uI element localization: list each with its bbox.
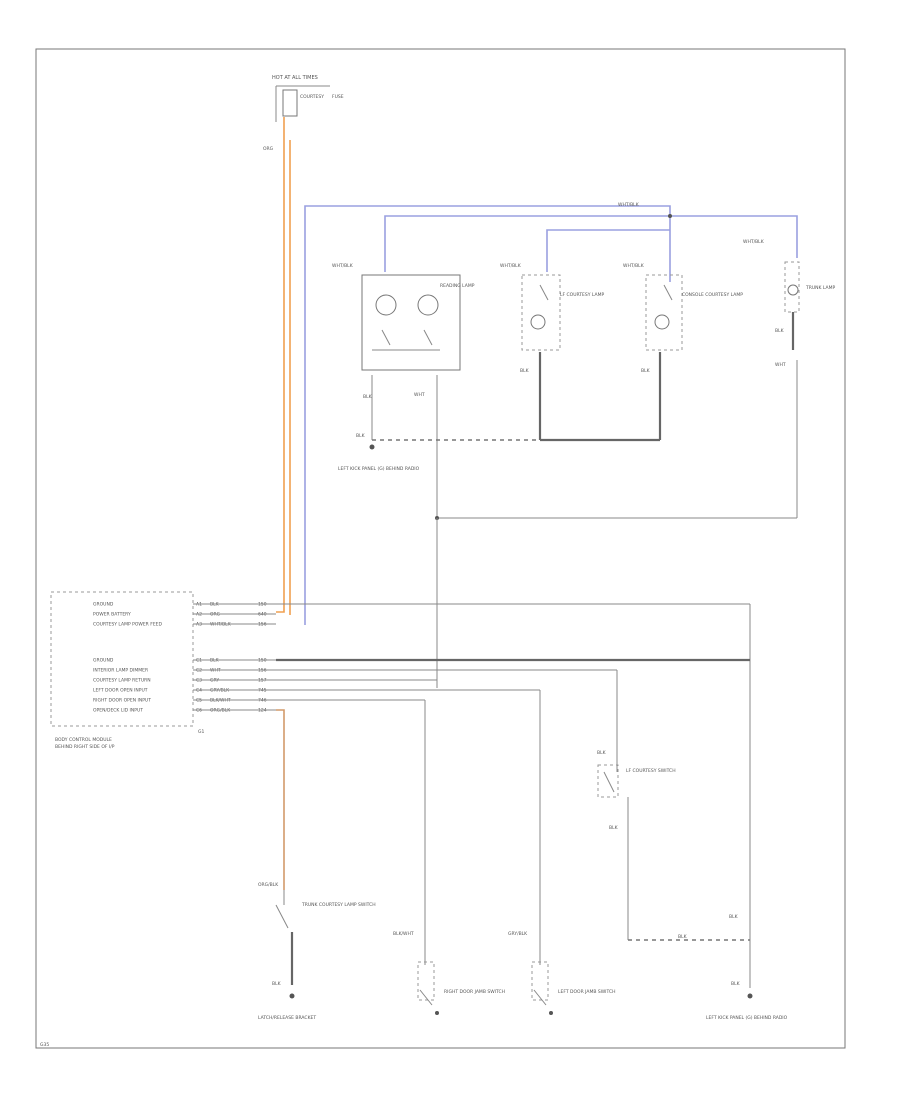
courtesy-feed-branch (384, 215, 798, 272)
reading-lamp-box (361, 274, 461, 371)
footer-ref: G35 (40, 1042, 49, 1048)
trunk-lamp-icon (787, 284, 799, 296)
module-pin-label: OPEN/DECK LID INPUT (93, 708, 143, 714)
console-lamp-wire: WHT/BLK (623, 263, 645, 269)
reading-lamp-icon-right (417, 294, 439, 316)
svg-text:BLK: BLK (520, 368, 530, 374)
svg-text:GRY/BLK: GRY/BLK (508, 931, 528, 937)
svg-text:BLK: BLK (641, 368, 651, 374)
lf-courtesy-lamp: WHT/BLK LF COURTESY LAMP BLK (500, 263, 605, 440)
trunk-lamp-wire: WHT/BLK (743, 239, 765, 245)
svg-text:BLK: BLK (731, 981, 741, 987)
right-door-jamb-switch: BLK/WHT RIGHT DOOR JAMB SWITCH (393, 931, 505, 1015)
fuse-desc-1: COURTESY (300, 94, 324, 100)
svg-text:BLK: BLK (678, 934, 688, 940)
trunk-switch-wire (276, 709, 285, 890)
ground-left-dot (369, 444, 375, 450)
module-pin-label: LEFT DOOR OPEN INPUT (93, 688, 148, 694)
console-lamp-icon (654, 314, 670, 330)
trunk-latch-label: LATCH/RELEASE BRACKET (258, 1015, 316, 1021)
svg-text:BLK: BLK (729, 914, 739, 920)
module-pin-label: GROUND (93, 658, 114, 664)
module-pin-label: POWER BATTERY (93, 612, 131, 618)
ground-right-dot (747, 993, 753, 999)
courtesy-feed-wire (304, 205, 671, 625)
grid-ref: G1 (198, 729, 204, 735)
lf-lamp-wire: WHT/BLK (500, 263, 522, 269)
trunk-lamp-label: TRUNK LAMP (805, 285, 835, 291)
svg-text:BLK: BLK (597, 750, 607, 756)
svg-text:BLK: BLK (775, 328, 785, 334)
svg-text:WHT: WHT (775, 362, 786, 368)
svg-text:BLK: BLK (356, 433, 366, 439)
module-name: BODY CONTROL MODULE (55, 737, 112, 743)
splice-top-label: WHT/BLK (618, 202, 640, 208)
trunk-switch-label: TRUNK COURTESY LAMP SWITCH (301, 902, 376, 908)
svg-text:ORG/BLK: ORG/BLK (258, 882, 279, 888)
ground-left-label: LEFT KICK PANEL (G) BEHIND RADIO (338, 466, 420, 472)
lf-jamb-label: LEFT DOOR JAMB SWITCH (558, 989, 616, 995)
trunk-lamp: WHT/BLK TRUNK LAMP BLK WHT (437, 239, 835, 519)
svg-text:BLK: BLK (609, 825, 619, 831)
console-lamp-label: CONSOLE COURTESY LAMP (682, 292, 743, 298)
svg-text:BLK: BLK (363, 394, 373, 400)
reading-lamp-label: READING LAMP (440, 283, 475, 289)
svg-text:BLK/WHT: BLK/WHT (393, 931, 414, 937)
left-door-jamb-switch: GRY/BLK LEFT DOOR JAMB SWITCH (508, 931, 616, 1015)
reading-lamp-wire: WHT/BLK (332, 263, 354, 269)
fuse-block: HOT AT ALL TIMES COURTESY FUSE ORG (263, 75, 344, 152)
module-pin-label: GROUND (93, 602, 114, 608)
console-courtesy-lamp: WHT/BLK CONSOLE COURTESY LAMP BLK (623, 263, 743, 440)
svg-text:BLK: BLK (272, 981, 282, 987)
body-control-module: BODY CONTROL MODULE BEHIND RIGHT SIDE OF… (50, 591, 204, 750)
reading-lamp-icon-left (375, 294, 397, 316)
ground-right-label: LEFT KICK PANEL (G) BEHIND RADIO (706, 1015, 788, 1021)
module-pin-label: INTERIOR LAMP DIMMER (93, 668, 148, 674)
lf-courtesy-switch: LF COURTESY SWITCH BLK BLK BLK BLK (597, 750, 750, 941)
reading-lamp-assembly: WHT/BLK READING LAMP BLK WHT (332, 263, 475, 520)
module-pin-label: COURTESY LAMP POWER FEED (93, 622, 163, 628)
fuse-title: HOT AT ALL TIMES (272, 75, 318, 81)
power-wire (276, 117, 285, 613)
lf-lamp-icon (530, 314, 546, 330)
fuse-icon (282, 89, 298, 117)
module-pin-label: RIGHT DOOR OPEN INPUT (93, 698, 151, 704)
module-loc: BEHIND RIGHT SIDE OF I/P (55, 744, 115, 750)
diagram-frame (35, 48, 846, 1049)
courtesy-feed-branch-2 (546, 229, 670, 272)
fuse-wire-label: ORG (263, 146, 274, 152)
trunk-courtesy-switch: ORG/BLK TRUNK COURTESY LAMP SWITCH BLK L… (258, 882, 376, 1021)
lf-lamp-label: LF COURTESY LAMP (560, 292, 605, 298)
lf-switch-label: LF COURTESY SWITCH (626, 768, 676, 774)
fuse-desc-2: FUSE (332, 94, 344, 100)
module-pin-label: COURTESY LAMP RETURN (93, 678, 151, 684)
rr-jamb-label: RIGHT DOOR JAMB SWITCH (444, 989, 505, 995)
svg-text:WHT: WHT (414, 392, 425, 398)
